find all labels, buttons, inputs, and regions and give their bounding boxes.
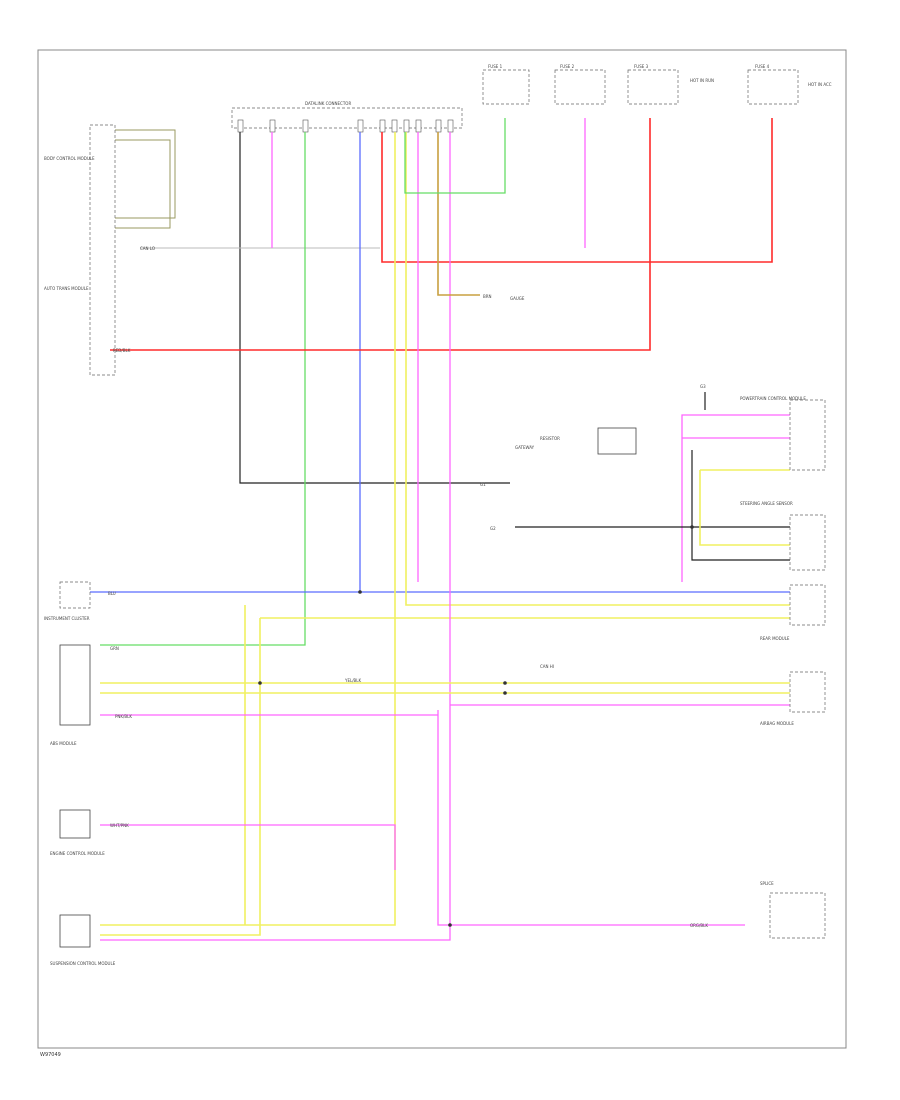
hot-in-run-label: HOT IN RUN xyxy=(690,78,714,83)
wire-yellow-1 xyxy=(100,132,396,926)
wire-ygray-bcm-2 xyxy=(115,139,171,229)
splice-dot-6 xyxy=(448,923,452,927)
datalink-connector: DATALINK CONNECTOR xyxy=(231,101,463,129)
wire-pink-4 xyxy=(437,710,745,926)
steering-angle-sensor: STEERING ANGLE SENSOR xyxy=(740,501,826,571)
wire-yellow-right-1 xyxy=(699,470,790,546)
splice-dot-4 xyxy=(358,590,362,594)
fuse-2-label: FUSE 2 xyxy=(560,64,575,69)
fuse-block-3: FUSE 3 HOT IN RUN xyxy=(627,64,714,105)
airbag-module: AIRBAG MODULE xyxy=(760,671,826,726)
splice-module: SPLICE xyxy=(760,881,826,939)
hot-in-acc-label: HOT IN ACC xyxy=(808,82,832,87)
can-lo-label: CAN LO xyxy=(140,246,155,251)
splice-dot-3 xyxy=(503,691,507,695)
bcm-label: BODY CONTROL MODULE xyxy=(44,156,95,161)
datalink-pins xyxy=(237,119,454,133)
suspension-cm-label: SUSPENSION CONTROL MODULE xyxy=(50,961,116,966)
wire-ygray-bcm-1 xyxy=(115,129,176,219)
wire-black-right-2 xyxy=(691,450,790,561)
fuse-3-label: FUSE 3 xyxy=(634,64,649,69)
yel-blk-label: YEL/BLK xyxy=(344,678,362,683)
org-blk-label: ORG/BLK xyxy=(690,923,708,928)
splice-dot-2 xyxy=(503,681,507,685)
datalink-connector-label: DATALINK CONNECTOR xyxy=(305,101,351,106)
wire-green-2 xyxy=(404,118,506,194)
fuse-block-2: FUSE 2 xyxy=(554,64,606,105)
gateway-label: GATEWAY xyxy=(515,445,535,450)
wire-red-main xyxy=(381,118,773,263)
ground-g3-label: G3 xyxy=(700,384,706,389)
can-hi-label: CAN HI xyxy=(540,664,554,669)
ground-g1-label: G1 xyxy=(480,482,486,487)
steering-angle-label: STEERING ANGLE SENSOR xyxy=(740,501,793,506)
gauge-label: GAUGE xyxy=(510,296,525,301)
fuse-1-label: FUSE 1 xyxy=(488,64,503,69)
abs-module: ABS MODULE xyxy=(50,644,91,746)
resistor-label: RESISTOR xyxy=(540,436,560,441)
powertrain-control-module: POWERTRAIN CONTROL MODULE xyxy=(740,396,826,471)
auto-trans-label: AUTO TRANS MODULE xyxy=(44,286,89,291)
powertrain-cm-label: POWERTRAIN CONTROL MODULE xyxy=(740,396,806,401)
wire-pink-7 xyxy=(100,824,396,870)
fuse-block-4: FUSE 4 HOT IN ACC xyxy=(747,64,832,105)
wht-pnk-label: WHT/PNK xyxy=(110,823,129,828)
brown-wire-label: BRN xyxy=(483,294,492,299)
red-blk-label: RED/BLK xyxy=(113,348,131,353)
fuse-block-1: FUSE 1 xyxy=(482,64,530,105)
ground-g2-label: G2 xyxy=(490,526,496,531)
instrument-cluster-label: INSTRUMENT CLUSTER xyxy=(44,616,90,621)
engine-cm-label: ENGINE CONTROL MODULE xyxy=(50,851,105,856)
wire-black-datalink xyxy=(239,132,510,484)
abs-module-label: ABS MODULE xyxy=(50,741,77,746)
wire-blue xyxy=(90,132,361,593)
rear-module: REAR MODULE xyxy=(760,584,826,641)
blu-label: BLU xyxy=(108,591,116,596)
suspension-control-module: SUSPENSION CONTROL MODULE xyxy=(50,914,116,966)
wire-pink-3 xyxy=(100,132,451,941)
splice-label: SPLICE xyxy=(760,881,774,886)
rear-module-label: REAR MODULE xyxy=(760,636,790,641)
instrument-cluster: INSTRUMENT CLUSTER xyxy=(44,581,91,621)
wire-brown xyxy=(437,132,480,296)
footer-id: W97049 xyxy=(40,1052,61,1058)
fuse-4-label: FUSE 4 xyxy=(755,64,770,69)
wire-red-fuse3 xyxy=(110,118,651,351)
engine-control-module: ENGINE CONTROL MODULE xyxy=(50,809,105,856)
pnk-blk-label: PNK/BLK xyxy=(115,714,132,719)
body-control-module: BODY CONTROL MODULE AUTO TRANS MODULE xyxy=(44,124,116,376)
diagram-frame xyxy=(37,49,847,1049)
wire-green-1 xyxy=(100,132,306,646)
wire-pink-8 xyxy=(681,414,790,582)
airbag-module-label: AIRBAG MODULE xyxy=(760,721,794,726)
splice-dot-1 xyxy=(258,681,262,685)
grn-label: GRN xyxy=(110,646,119,651)
wire-yellow-2 xyxy=(405,132,790,606)
gateway-resistor: GATEWAY RESISTOR xyxy=(515,427,637,455)
splice-dot-5 xyxy=(690,525,694,529)
wire-yellow-4 xyxy=(100,618,261,936)
